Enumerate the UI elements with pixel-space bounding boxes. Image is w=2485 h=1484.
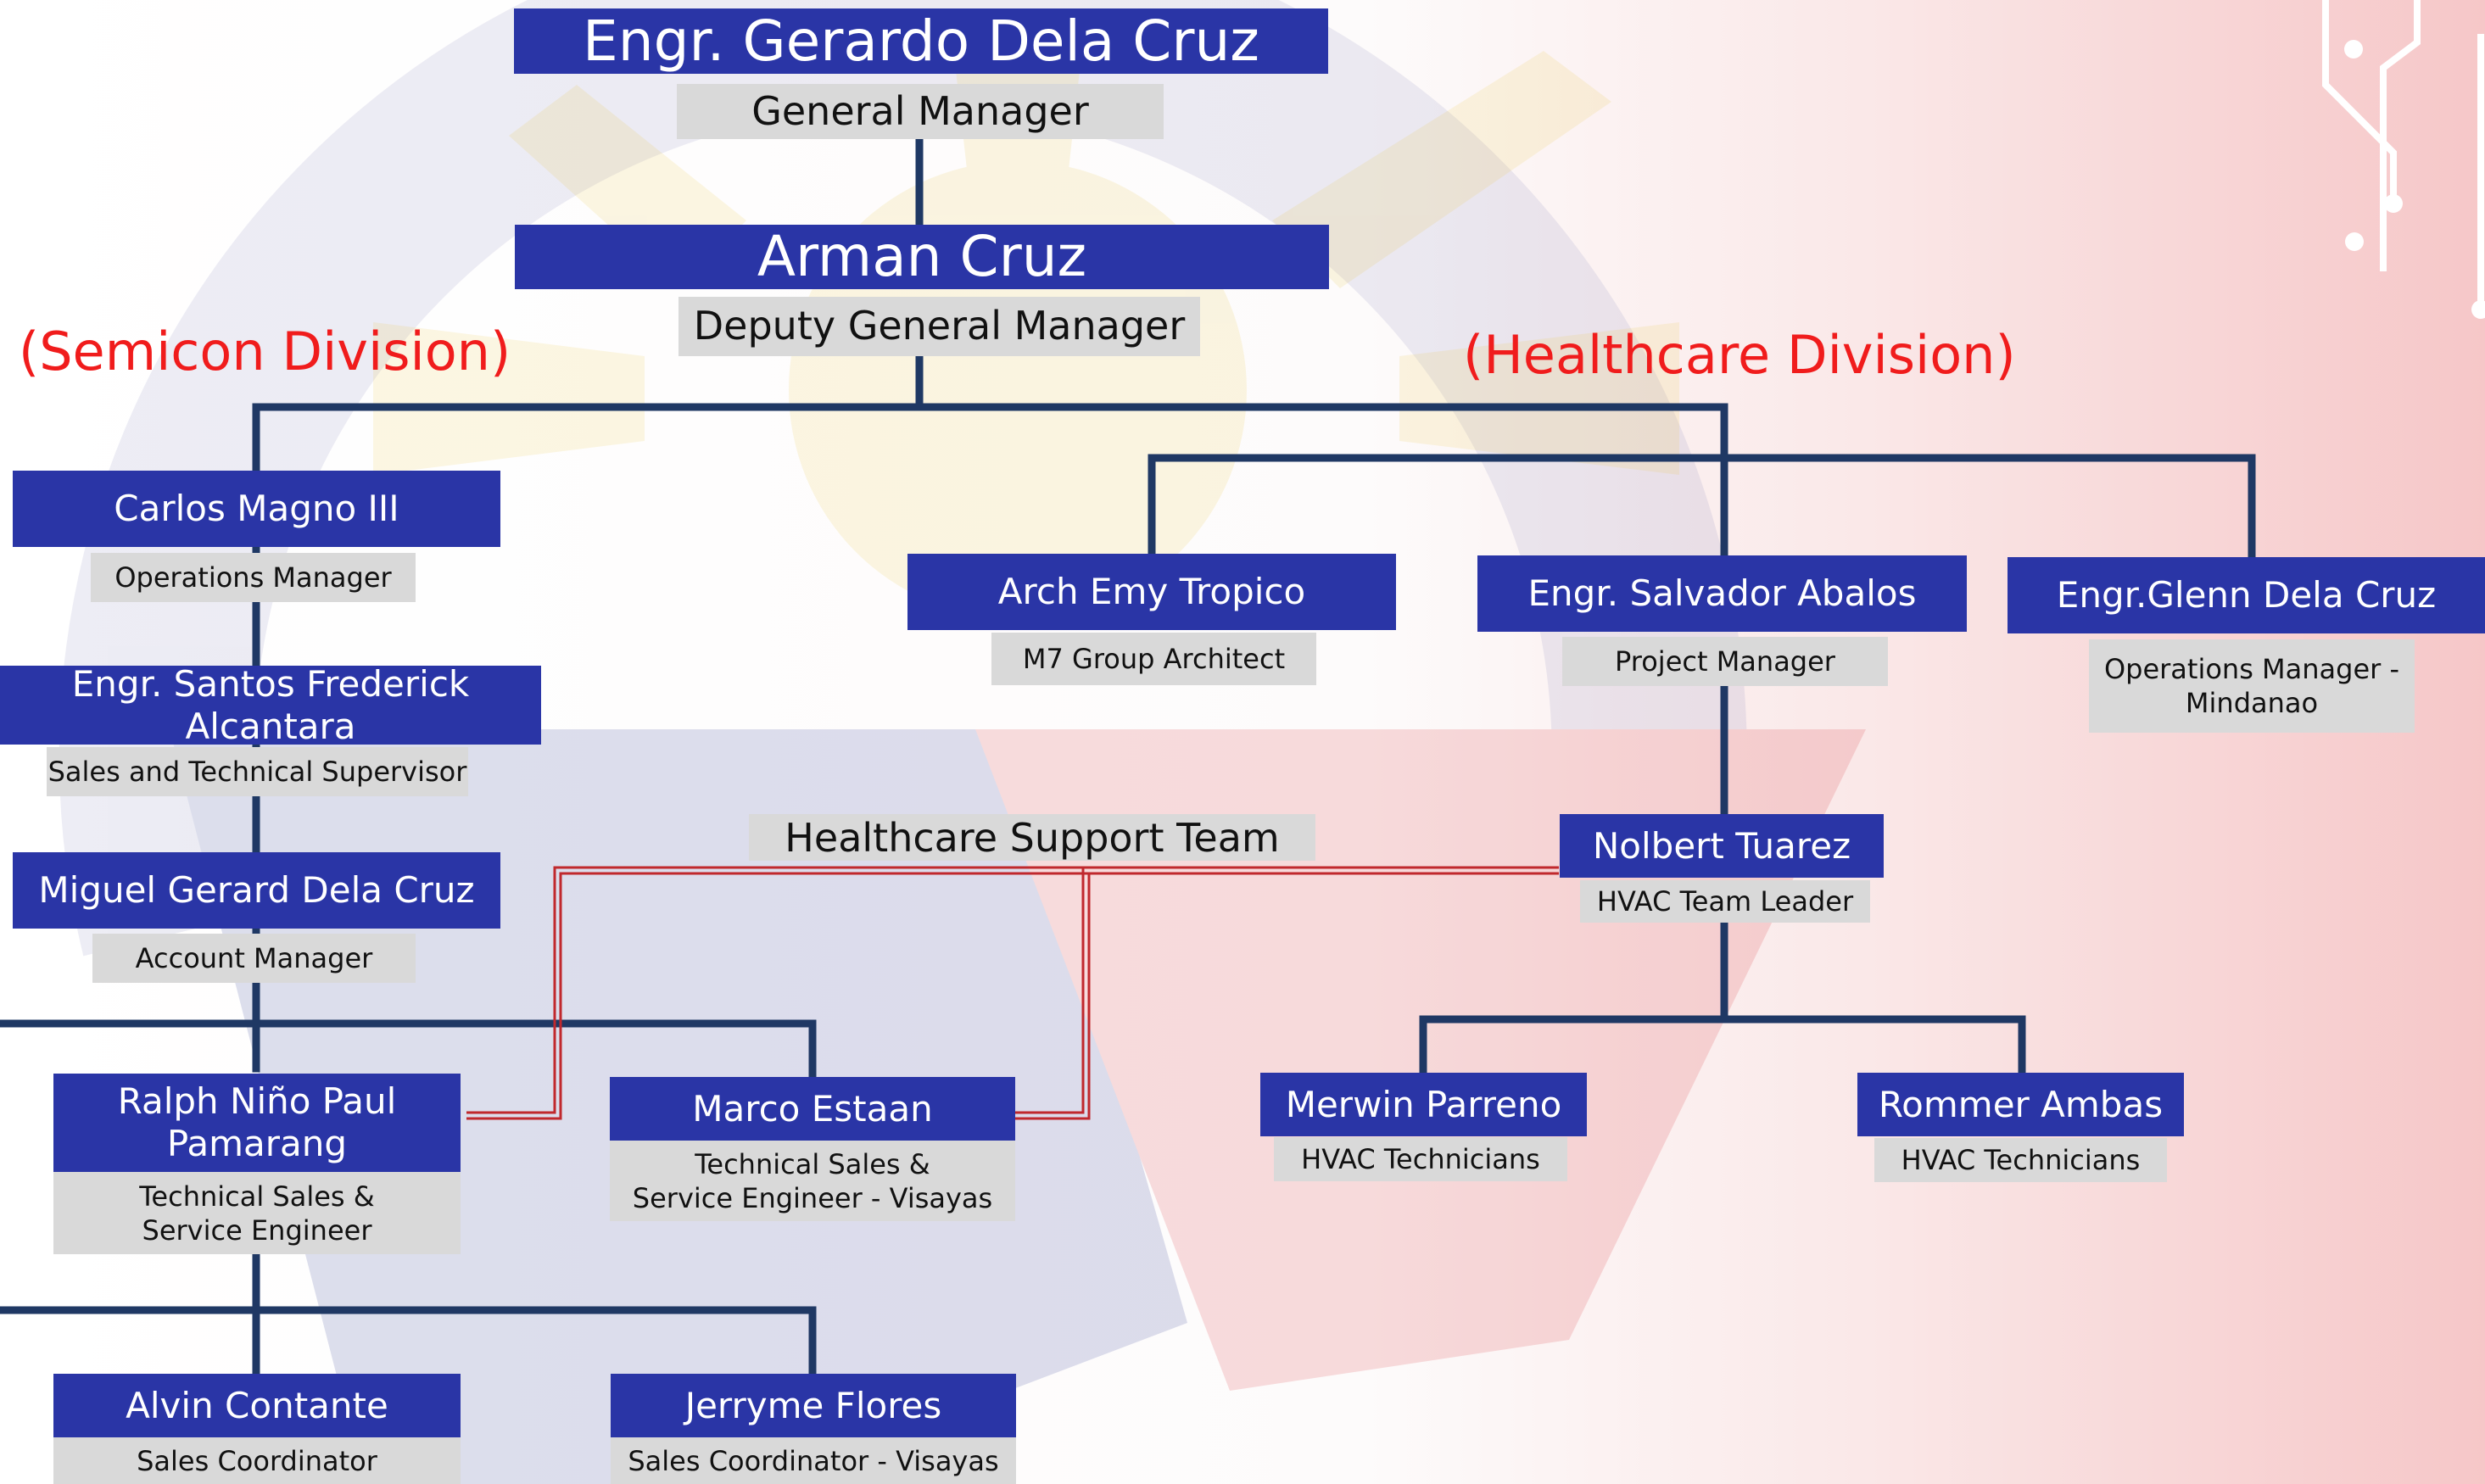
ralph-pamarang-role: Technical Sales & Service Engineer: [53, 1172, 461, 1254]
general-manager-role: General Manager: [677, 84, 1164, 139]
alvin-contante-name: Alvin Contante: [53, 1374, 461, 1437]
deputy-general-manager-name: Arman Cruz: [515, 224, 1329, 289]
miguel-dela-cruz-role: Account Manager: [92, 934, 416, 983]
general-manager-name: Engr. Gerardo Dela Cruz: [514, 8, 1328, 74]
rommer-ambas-name: Rommer Ambas: [1857, 1073, 2184, 1136]
healthcare-division-label: (Healthcare Division): [1463, 324, 2016, 386]
miguel-dela-cruz-name: Miguel Gerard Dela Cruz: [13, 852, 500, 929]
ralph-pamarang-name: Ralph Niño Paul Pamarang: [53, 1074, 461, 1172]
glenn-dela-cruz-role: Operations Manager - Mindanao: [2089, 639, 2415, 733]
healthcare-support-team-label: Healthcare Support Team: [749, 814, 1315, 861]
merwin-parreno-name: Merwin Parreno: [1260, 1073, 1587, 1136]
jerryme-flores-name: Jerryme Flores: [611, 1374, 1016, 1437]
santos-alcantara-name: Engr. Santos Frederick Alcantara: [0, 663, 541, 747]
salvador-abalos-name: Engr. Salvador Abalos: [1477, 555, 1967, 632]
emy-tropico-role: M7 Group Architect: [991, 633, 1316, 685]
nolbert-tuarez-name: Nolbert Tuarez: [1560, 814, 1884, 878]
semicon-division-label: (Semicon Division): [19, 321, 511, 382]
marco-estaan-name: Marco Estaan: [610, 1077, 1015, 1141]
marco-estaan-role: Technical Sales & Service Engineer - Vis…: [610, 1141, 1015, 1221]
carlos-magno-name: Carlos Magno III: [13, 471, 500, 547]
salvador-abalos-role: Project Manager: [1562, 637, 1888, 686]
glenn-dela-cruz-name: Engr.Glenn Dela Cruz: [2008, 557, 2485, 633]
emy-tropico-name: Arch Emy Tropico: [907, 554, 1396, 630]
deputy-general-manager-role: Deputy General Manager: [678, 297, 1200, 356]
santos-alcantara-role: Sales and Technical Supervisor: [47, 747, 468, 796]
nolbert-tuarez-role: HVAC Team Leader: [1580, 880, 1870, 923]
jerryme-flores-role: Sales Coordinator - Visayas: [611, 1437, 1016, 1484]
merwin-parreno-role: HVAC Technicians: [1274, 1137, 1567, 1181]
carlos-magno-role: Operations Manager: [91, 553, 416, 602]
alvin-contante-role: Sales Coordinator: [53, 1437, 461, 1484]
rommer-ambas-role: HVAC Technicians: [1874, 1138, 2167, 1182]
